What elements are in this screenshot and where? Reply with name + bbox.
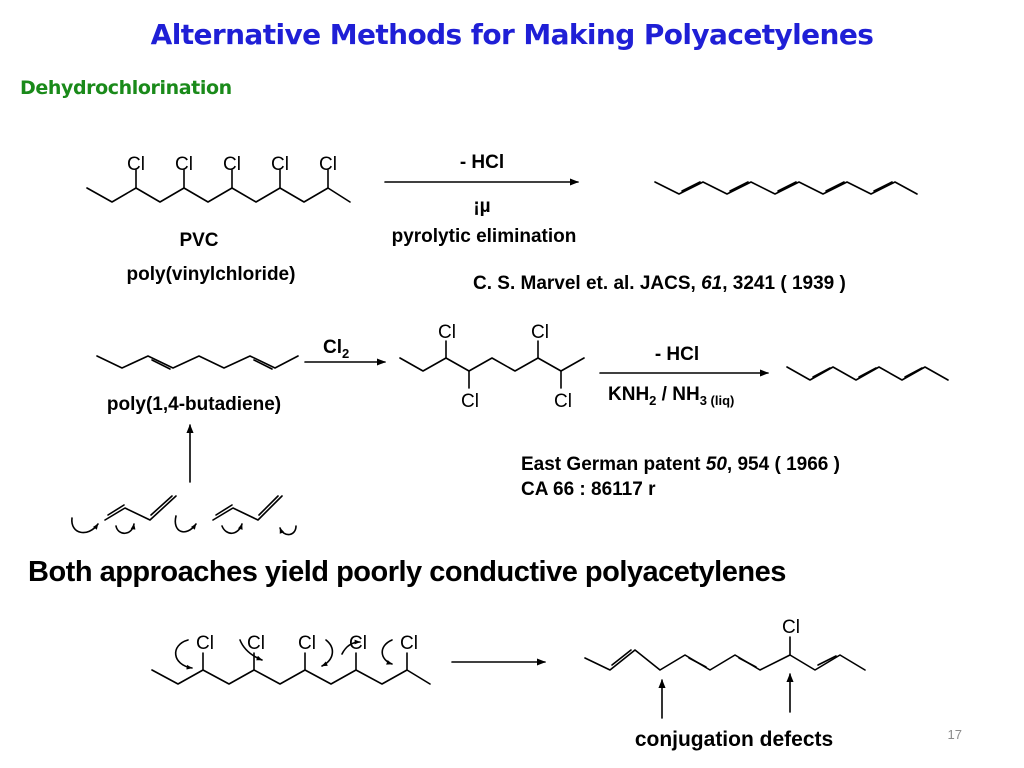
- chlorine-label: Cl: [271, 154, 289, 175]
- reagent-base: KNH2 / NH3 (liq): [608, 384, 734, 408]
- chlorine-label: Cl: [782, 617, 800, 638]
- chlorine-label: Cl: [461, 391, 479, 412]
- page-number: 17: [947, 727, 962, 742]
- section-subtitle: Dehydrochlorination: [20, 77, 232, 99]
- reference-ca: CA 66 : 86117 r: [521, 479, 656, 500]
- pvc-elimination-structure: Cl Cl Cl Cl Cl: [151, 633, 431, 685]
- chlorine-label: Cl: [531, 322, 549, 343]
- chlorine-label: Cl: [438, 322, 456, 343]
- reference-patent: East German patent 50, 954 ( 1966 ): [521, 454, 840, 475]
- reagent-heat-symbol: ¡µ: [473, 196, 490, 217]
- chlorine-label: Cl: [400, 633, 418, 654]
- polybutadiene-name: poly(1,4-butadiene): [107, 394, 281, 415]
- polybutadiene-structure: [96, 355, 299, 370]
- reaction-condition: pyrolytic elimination: [392, 226, 577, 247]
- defective-polyacetylene: Cl: [584, 617, 866, 671]
- chlorine-label: Cl: [554, 391, 572, 412]
- pvc-structure: Cl Cl Cl Cl Cl: [86, 154, 351, 203]
- chlorine-label: Cl: [298, 633, 316, 654]
- butadiene-monomers: [71, 495, 297, 536]
- polyacetylene-product: [786, 366, 949, 381]
- reagent-chlorine: Cl2: [323, 337, 349, 361]
- pvc-abbreviation: PVC: [179, 230, 218, 251]
- chlorine-label: Cl: [319, 154, 337, 175]
- defect-label: conjugation defects: [635, 728, 833, 751]
- conclusion-statement: Both approaches yield poorly conductive …: [28, 556, 786, 588]
- chlorine-label: Cl: [175, 154, 193, 175]
- reagent-minus-hcl: - HCl: [460, 152, 504, 173]
- chlorine-label: Cl: [127, 154, 145, 175]
- pvc-name: poly(vinylchloride): [127, 264, 296, 285]
- tetrachloro-intermediate: Cl Cl Cl Cl: [399, 322, 585, 412]
- chlorine-label: Cl: [196, 633, 214, 654]
- chlorine-label: Cl: [247, 633, 265, 654]
- reagent-minus-hcl: - HCl: [655, 344, 699, 365]
- polyacetylene-product: [654, 181, 918, 195]
- slide-title: Alternative Methods for Making Polyacety…: [150, 18, 874, 51]
- reference-marvel: C. S. Marvel et. al. JACS, 61, 3241 ( 19…: [473, 273, 846, 294]
- chlorine-label: Cl: [223, 154, 241, 175]
